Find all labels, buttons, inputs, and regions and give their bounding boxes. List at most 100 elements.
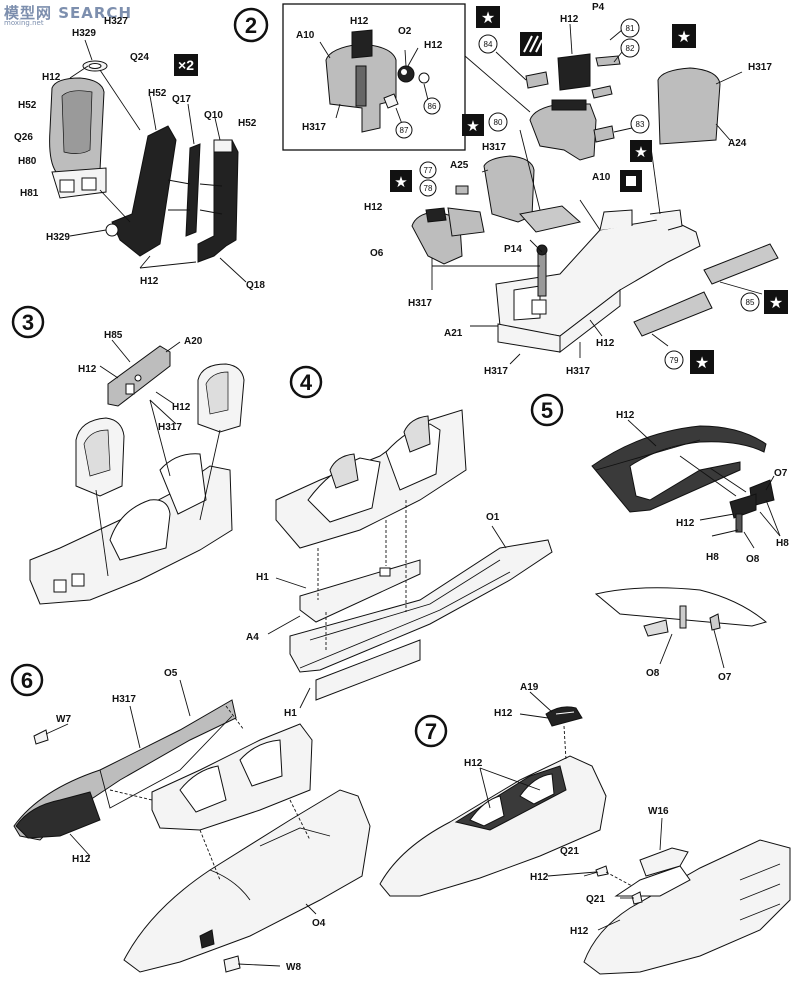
label-h12-inset: H12 — [350, 16, 369, 27]
label-h12-r-b: H12 — [364, 202, 383, 213]
label-h12: H12 — [42, 72, 61, 83]
label-h317-r: H317 — [748, 62, 772, 73]
star-decal-2 — [672, 24, 696, 48]
svg-text:★: ★ — [695, 353, 709, 372]
step-4-parts — [267, 409, 553, 709]
q10-rail — [185, 143, 201, 237]
label-h12-s6: H12 — [72, 854, 91, 865]
x2-badge — [174, 54, 198, 76]
step-7-parts — [379, 691, 791, 975]
svg-text:★: ★ — [677, 27, 691, 46]
step-2-inset: 86 87 A10 H12 O2 H12 H317 — [282, 3, 466, 151]
label-h317-inset: H317 — [302, 122, 326, 133]
label-q21: Q21 — [560, 846, 579, 857]
label-o4: O4 — [312, 918, 326, 929]
p14-stick — [537, 251, 547, 297]
label-h12-s7: H12 — [494, 708, 513, 719]
x2-badge-text: ×2 — [178, 57, 194, 73]
w7-part — [33, 729, 49, 745]
stripe-decal — [520, 32, 542, 56]
a19-canopy — [545, 706, 583, 727]
step-3-number: 3 — [11, 305, 45, 339]
label-a21: A21 — [444, 328, 463, 339]
step-5-number: 5 — [530, 393, 564, 427]
label-78: 78 — [424, 184, 433, 193]
label-a24: A24 — [728, 138, 747, 149]
svg-text:7: 7 — [425, 719, 437, 744]
label-80: 80 — [494, 118, 503, 127]
label-h317-s6: H317 — [112, 694, 136, 705]
step-7-labels: A19 H12 H12 W16 Q21 H12 Q21 H12 — [464, 682, 669, 937]
label-q26: Q26 — [14, 132, 33, 143]
label-h317-r-e: H317 — [566, 366, 590, 377]
step-4-labels: O1 H1 A4 H1 — [246, 512, 500, 719]
decal-79 — [633, 291, 713, 337]
label-86: 86 — [428, 102, 437, 111]
star-decal-6 — [764, 290, 788, 314]
label-h12-s7-b: H12 — [464, 758, 483, 769]
step-2-seat-parts: ×2 — [49, 39, 247, 283]
label-h8-b: H8 — [706, 552, 719, 563]
step-5-labels: H12 O7 H12 H8 H8 O8 O8 O7 — [616, 410, 789, 683]
svg-text:6: 6 — [21, 668, 33, 693]
p4-panel — [557, 53, 591, 91]
decal-81 — [595, 55, 621, 67]
label-a10-r: A10 — [592, 172, 611, 183]
a24-panel — [657, 67, 721, 145]
svg-text:★: ★ — [394, 173, 407, 191]
label-h52: H52 — [18, 100, 37, 111]
label-q24: Q24 — [130, 52, 149, 63]
step-4-number: 4 — [289, 365, 323, 399]
decal-82 — [591, 85, 613, 99]
step-7-number: 7 — [414, 714, 448, 748]
q17-seat-frame — [111, 125, 177, 257]
label-q18: Q18 — [246, 280, 265, 291]
label-w7: W7 — [56, 714, 71, 725]
label-a20: A20 — [184, 336, 203, 347]
w16-part — [614, 865, 691, 897]
label-q17: Q17 — [172, 94, 191, 105]
label-h317-r-d: H317 — [484, 366, 508, 377]
q18-seat-back — [197, 139, 239, 263]
label-w16: W16 — [648, 806, 669, 817]
label-h12-s7-c: H12 — [530, 872, 549, 883]
label-p14: P14 — [504, 244, 522, 255]
decal-80 — [519, 205, 582, 233]
label-h329-b: H329 — [46, 232, 70, 243]
label-h317-r-b: H317 — [482, 142, 506, 153]
label-h1-b: H1 — [284, 708, 297, 719]
label-q21-b: Q21 — [586, 894, 605, 905]
label-h12-inset-b: H12 — [424, 40, 443, 51]
label-h317-s3: H317 — [158, 422, 182, 433]
step-3-parts — [29, 339, 245, 605]
label-79: 79 — [670, 356, 679, 365]
watermark-subtitle: moxing.net — [4, 19, 44, 27]
label-h12-r-c: H12 — [596, 338, 615, 349]
label-h12-s5-b: H12 — [676, 518, 695, 529]
svg-text:3: 3 — [22, 310, 34, 335]
step-2-number: 2 — [233, 7, 269, 43]
canopy-frame — [591, 425, 767, 513]
a25-panel — [483, 155, 535, 223]
star-decal-3 — [462, 114, 484, 136]
star-decal-7 — [690, 350, 714, 374]
label-o8: O8 — [746, 554, 760, 565]
label-h12-s7-d: H12 — [570, 926, 589, 937]
decal-84 — [525, 71, 549, 89]
step-5-parts — [591, 419, 781, 669]
label-o2: O2 — [398, 26, 412, 37]
step-6-number: 6 — [10, 663, 44, 697]
q21-part-b — [631, 891, 643, 905]
svg-text:2: 2 — [245, 13, 257, 38]
label-87: 87 — [400, 126, 409, 135]
label-81: 81 — [626, 24, 635, 33]
step-7-fuselage-rear — [583, 839, 791, 975]
label-h12-s3-b: H12 — [172, 402, 191, 413]
star-decal-5 — [390, 170, 412, 192]
label-h52-b: H52 — [148, 88, 167, 99]
label-o6: O6 — [370, 248, 384, 259]
label-h12-s3: H12 — [78, 364, 97, 375]
step-6-labels: O5 H317 W7 H12 O4 W8 — [56, 668, 326, 973]
